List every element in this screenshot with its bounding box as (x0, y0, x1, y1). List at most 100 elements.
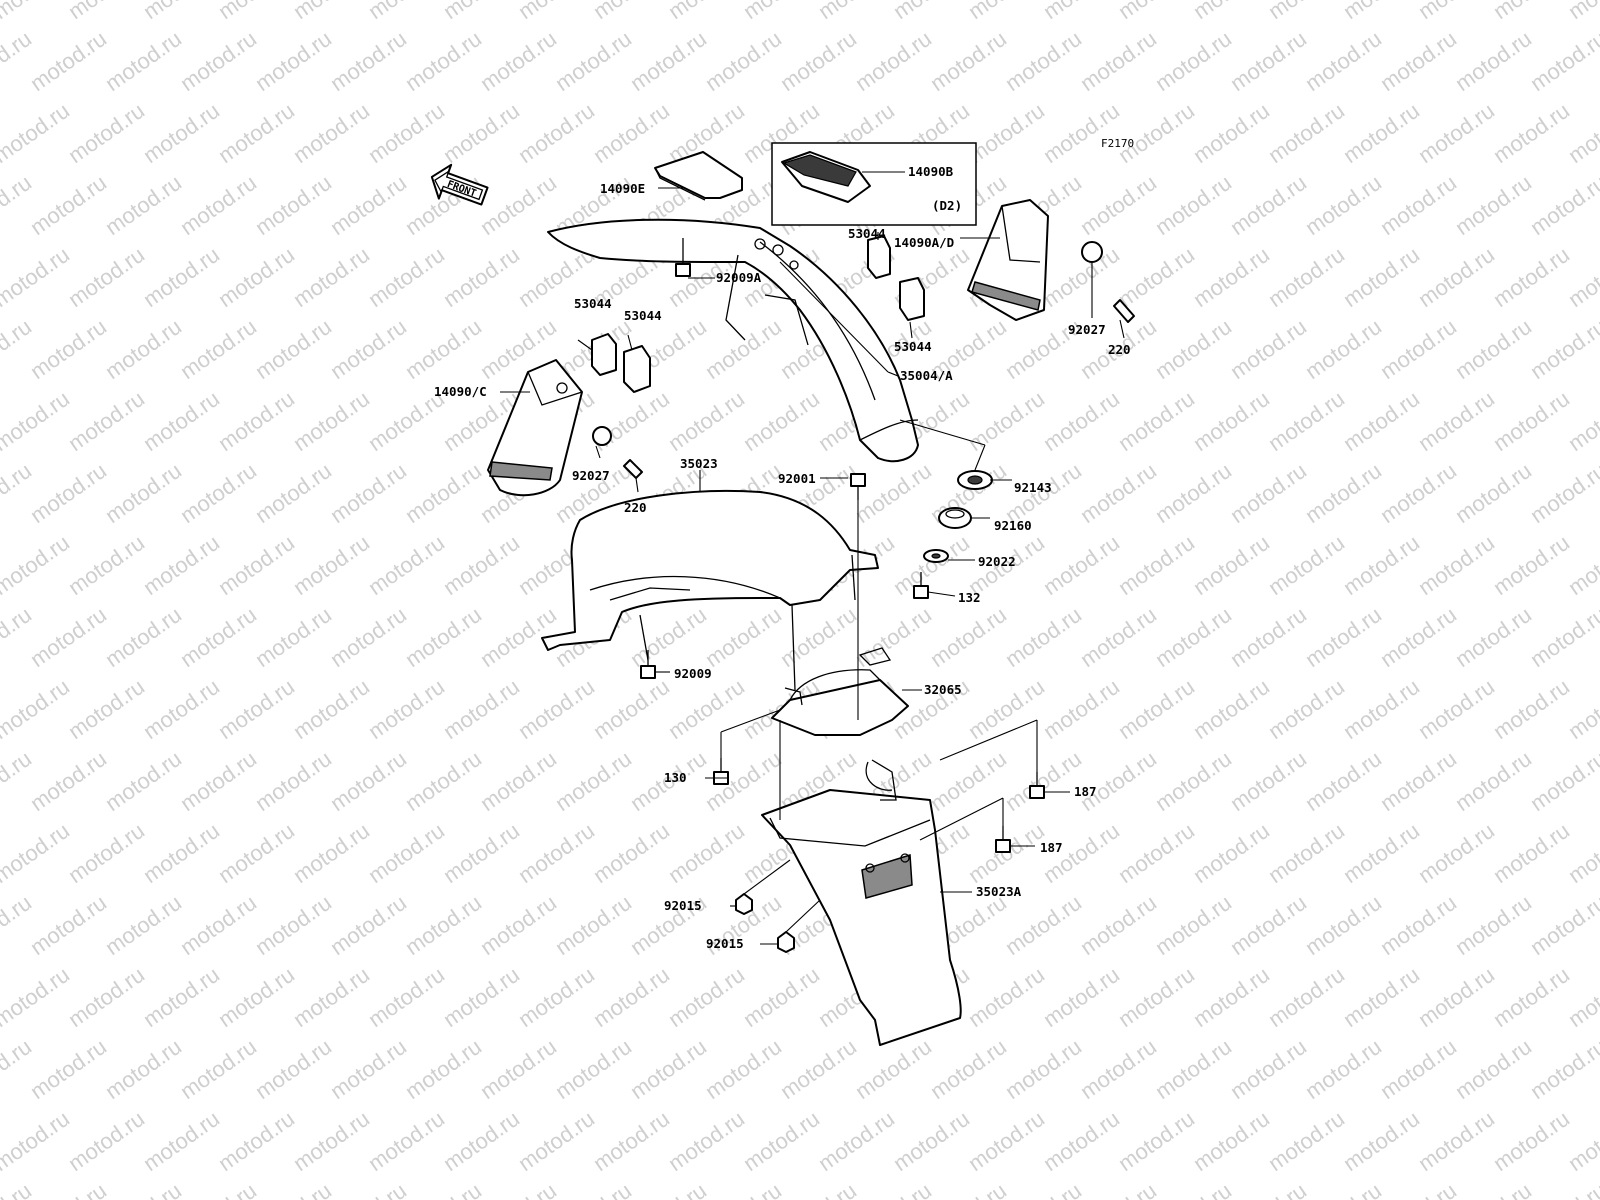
watermark-text: motod.ru (364, 962, 449, 1032)
label-35023a: 35023A (976, 884, 1022, 899)
watermark-text: motod.ru (214, 818, 299, 888)
grommet-92143 (957, 470, 993, 490)
watermark-text: motod.ru (589, 1106, 674, 1176)
watermark-text: motod.ru (701, 602, 786, 672)
watermark-text: motod.ru (476, 1178, 561, 1200)
bolt-187-b (995, 826, 1011, 853)
watermark-text: motod.ru (0, 458, 36, 528)
watermark-text: motod.ru (1564, 1106, 1600, 1176)
label-92022: 92022 (978, 554, 1016, 569)
label-187-b: 187 (1040, 840, 1063, 855)
watermark-text: motod.ru (0, 242, 74, 312)
watermark-text: motod.ru (1489, 818, 1574, 888)
watermark-text: motod.ru (364, 242, 449, 312)
watermark-text: motod.ru (214, 674, 299, 744)
watermark-text: motod.ru (514, 0, 599, 24)
watermark-text: motod.ru (251, 1034, 336, 1104)
watermark-text: motod.ru (26, 26, 111, 96)
watermark-text: motod.ru (251, 890, 336, 960)
watermark-text: motod.ru (1526, 890, 1600, 960)
label-14090ad: 14090A/D (894, 235, 954, 250)
watermark-text: motod.ru (589, 818, 674, 888)
watermark-text: motod.ru (26, 890, 111, 960)
label-32065: 32065 (924, 682, 962, 697)
watermark-text: motod.ru (1376, 746, 1461, 816)
watermark-text: motod.ru (1526, 26, 1600, 96)
watermark-text: motod.ru (326, 314, 411, 384)
watermark-text: motod.ru (251, 314, 336, 384)
watermark-text: motod.ru (1264, 242, 1349, 312)
watermark-text: motod.ru (139, 1106, 224, 1176)
watermark-text: motod.ru (326, 458, 411, 528)
watermark-text: motod.ru (664, 0, 749, 24)
bolt-130 (713, 758, 729, 785)
watermark-text: motod.ru (176, 1178, 261, 1200)
watermark-text: motod.ru (64, 1106, 149, 1176)
watermark-text: motod.ru (814, 1106, 899, 1176)
watermark-text: motod.ru (1414, 818, 1499, 888)
watermark-text: motod.ru (1076, 26, 1161, 96)
watermark-text: motod.ru (1264, 962, 1349, 1032)
watermark-text: motod.ru (851, 26, 936, 96)
watermark-text: motod.ru (1339, 242, 1424, 312)
watermark-text: motod.ru (289, 386, 374, 456)
watermark-text: motod.ru (26, 746, 111, 816)
watermark-text: motod.ru (926, 1034, 1011, 1104)
watermark-text: motod.ru (1451, 314, 1536, 384)
watermark-text: motod.ru (776, 1034, 861, 1104)
bracket-32065 (771, 647, 909, 736)
watermark-text: motod.ru (401, 1178, 486, 1200)
label-92160: 92160 (994, 518, 1032, 533)
watermark-text: motod.ru (1451, 26, 1536, 96)
watermark-text: motod.ru (476, 1034, 561, 1104)
watermark-text: motod.ru (401, 602, 486, 672)
watermark-text: motod.ru (664, 386, 749, 456)
label-130: 130 (664, 770, 687, 785)
variant-note: (D2) (932, 198, 962, 213)
watermark-text: motod.ru (1151, 1178, 1236, 1200)
watermark-text: motod.ru (1151, 458, 1236, 528)
watermark-text: motod.ru (514, 962, 599, 1032)
watermark-text: motod.ru (739, 386, 824, 456)
watermark-text: motod.ru (64, 530, 149, 600)
leader-lines (500, 232, 1125, 945)
watermark-text: motod.ru (551, 1178, 636, 1200)
watermark-text: motod.ru (439, 1106, 524, 1176)
watermark-text: motod.ru (776, 602, 861, 672)
watermark-text: motod.ru (176, 1034, 261, 1104)
watermark-text: motod.ru (1264, 98, 1349, 168)
watermark-text: motod.ru (1526, 1034, 1600, 1104)
watermark-text: motod.ru (401, 314, 486, 384)
watermark-text: motod.ru (1189, 386, 1274, 456)
label-92001: 92001 (778, 471, 816, 486)
watermark-text: motod.ru (326, 602, 411, 672)
watermark-text: motod.ru (176, 170, 261, 240)
watermark-text: motod.ru (26, 170, 111, 240)
watermark-text: motod.ru (401, 746, 486, 816)
watermark-text: motod.ru (1076, 746, 1161, 816)
watermark-text: motod.ru (1451, 746, 1536, 816)
watermark-text: motod.ru (1189, 962, 1274, 1032)
watermark-text: motod.ru (251, 1178, 336, 1200)
watermark-text: motod.ru (101, 170, 186, 240)
rear-fender-35023 (541, 489, 879, 691)
watermark-text: motod.ru (514, 674, 599, 744)
watermark-text: motod.ru (326, 170, 411, 240)
watermark-text: motod.ru (851, 1034, 936, 1104)
watermark-text: motod.ru (0, 674, 74, 744)
watermark-text: motod.ru (139, 242, 224, 312)
label-35004a: 35004/A (900, 368, 953, 383)
watermark-text: motod.ru (664, 962, 749, 1032)
watermark-text: motod.ru (814, 0, 899, 24)
watermark-text: motod.ru (964, 0, 1049, 24)
watermark-text: motod.ru (1151, 746, 1236, 816)
watermark-text: motod.ru (176, 890, 261, 960)
watermark-text: motod.ru (1339, 818, 1424, 888)
watermark-text: motod.ru (401, 890, 486, 960)
watermark-text: motod.ru (664, 818, 749, 888)
watermark-text: motod.ru (0, 530, 74, 600)
watermark-text: motod.ru (1076, 1034, 1161, 1104)
watermark-text: motod.ru (1189, 530, 1274, 600)
watermark-text: motod.ru (101, 1178, 186, 1200)
watermark-text: motod.ru (26, 602, 111, 672)
